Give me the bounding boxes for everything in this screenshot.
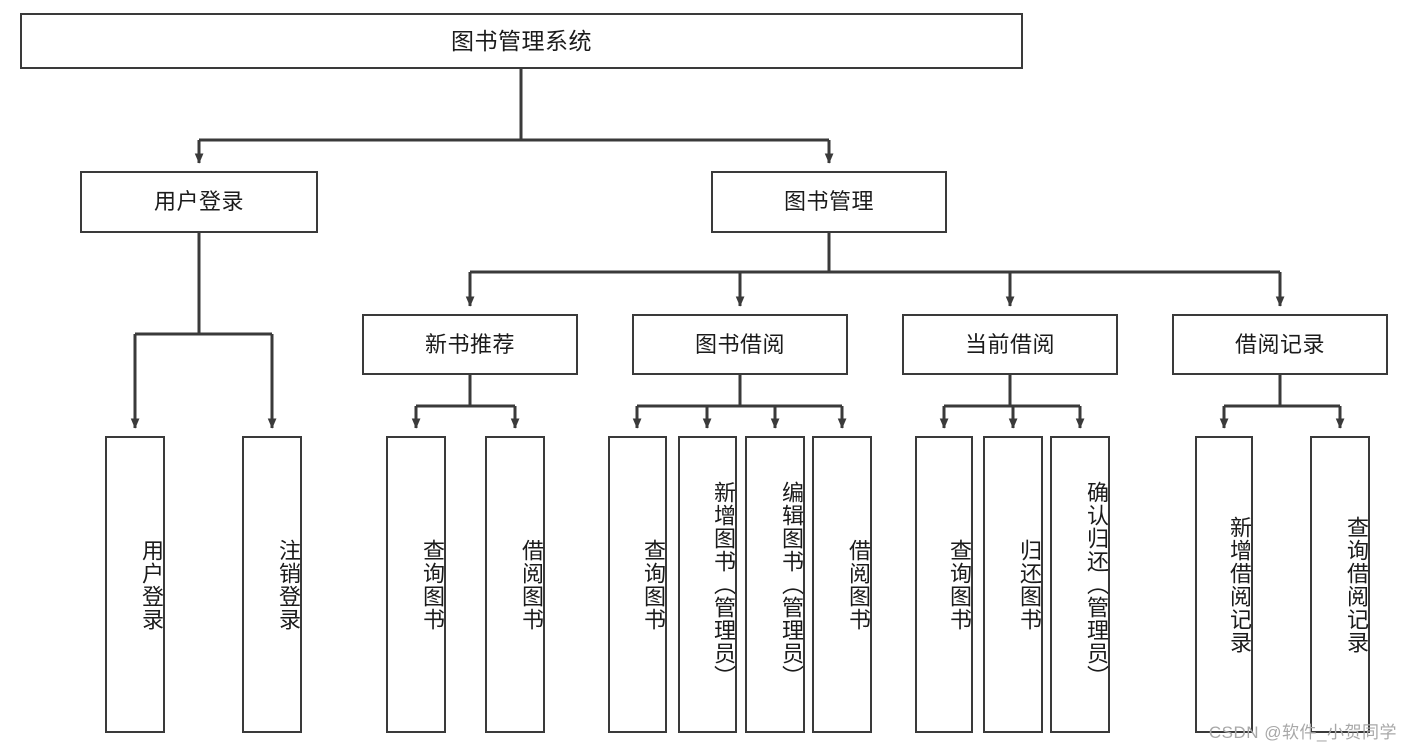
node-leaf-query-book-current-label: 查询图书: [947, 538, 972, 631]
node-borrow-record-label: 借阅记录: [1234, 331, 1325, 357]
node-leaf-borrow-book-recommend-label: 借阅图书: [519, 538, 544, 631]
node-leaf-borrow-book-recommend[interactable]: 借阅图书: [485, 436, 545, 733]
node-current-borrow[interactable]: 当前借阅: [902, 314, 1118, 375]
node-root[interactable]: 图书管理系统: [20, 13, 1023, 69]
node-leaf-edit-book-admin[interactable]: 编辑图书（管理员）: [745, 436, 805, 733]
node-borrow-record[interactable]: 借阅记录: [1172, 314, 1388, 375]
node-leaf-logout-login-label: 注销登录: [276, 538, 301, 631]
csdn-watermark: CSDN @软件_小贺同学: [1208, 723, 1397, 742]
node-leaf-confirm-return-admin[interactable]: 确认归还（管理员）: [1050, 436, 1110, 733]
node-leaf-query-book-borrow-label: 查询图书: [641, 538, 666, 631]
node-leaf-return-book[interactable]: 归还图书: [983, 436, 1043, 733]
node-leaf-return-book-label: 归还图书: [1017, 538, 1042, 631]
node-leaf-confirm-return-admin-label: 确认归还（管理员）: [1084, 481, 1109, 688]
node-leaf-edit-book-admin-label: 编辑图书（管理员）: [779, 481, 804, 688]
node-new-book-recommend[interactable]: 新书推荐: [362, 314, 578, 375]
node-leaf-user-login-label: 用户登录: [139, 538, 164, 631]
node-leaf-add-book-admin[interactable]: 新增图书（管理员）: [678, 436, 737, 733]
node-leaf-query-book-borrow[interactable]: 查询图书: [608, 436, 667, 733]
node-leaf-add-borrow-record[interactable]: 新增借阅记录: [1195, 436, 1253, 733]
node-leaf-add-borrow-record-label: 新增借阅记录: [1227, 515, 1252, 654]
node-user-login[interactable]: 用户登录: [80, 171, 318, 233]
node-leaf-query-book-recommend-label: 查询图书: [420, 538, 445, 631]
node-user-login-label: 用户登录: [153, 189, 244, 215]
node-book-borrow-label: 图书借阅: [694, 331, 785, 357]
node-root-label: 图书管理系统: [451, 27, 592, 54]
node-current-borrow-label: 当前借阅: [964, 331, 1055, 357]
node-leaf-logout-login[interactable]: 注销登录: [242, 436, 302, 733]
node-leaf-query-borrow-record-label: 查询借阅记录: [1344, 515, 1369, 654]
node-leaf-user-login[interactable]: 用户登录: [105, 436, 165, 733]
node-leaf-query-book-recommend[interactable]: 查询图书: [386, 436, 446, 733]
node-leaf-borrow-book[interactable]: 借阅图书: [812, 436, 872, 733]
node-new-book-recommend-label: 新书推荐: [424, 331, 515, 357]
node-leaf-query-borrow-record[interactable]: 查询借阅记录: [1310, 436, 1370, 733]
node-book-management-label: 图书管理: [783, 189, 874, 215]
node-book-borrow[interactable]: 图书借阅: [632, 314, 848, 375]
node-leaf-add-book-admin-label: 新增图书（管理员）: [711, 481, 736, 688]
node-book-management[interactable]: 图书管理: [711, 171, 947, 233]
node-leaf-borrow-book-label: 借阅图书: [846, 538, 871, 631]
node-leaf-query-book-current[interactable]: 查询图书: [915, 436, 973, 733]
